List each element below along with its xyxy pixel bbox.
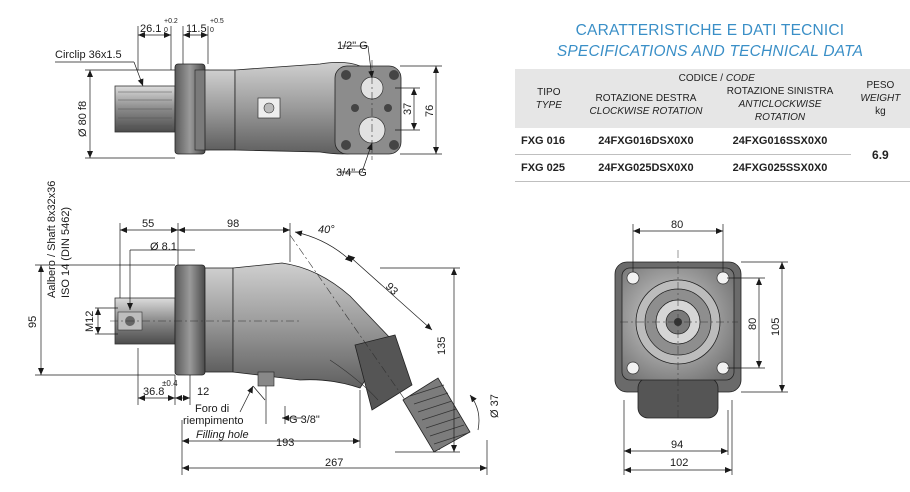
col-ccw-header: ROTAZIONE SINISTRA ANTICLOCKWISE ROTATIO… bbox=[709, 85, 851, 128]
col-code-header: CODICE / CODE bbox=[582, 69, 851, 85]
dia-80-label: Ø 80 f8 bbox=[77, 101, 89, 137]
dim-37-top: 37 bbox=[402, 103, 414, 115]
port-bottom-label: 3/4" G bbox=[336, 167, 367, 179]
row-model: FXG 016 bbox=[515, 128, 583, 155]
circlip-label: Circlip 36x1.5 bbox=[55, 49, 122, 61]
side-view-pump bbox=[110, 234, 441, 451]
dim-105: 105 bbox=[770, 318, 782, 336]
dim-36-8: 36.8 bbox=[143, 386, 164, 398]
table-row: FXG 016 24FXG016DSX0X0 24FXG016SSX0X0 6.… bbox=[515, 128, 910, 182]
top-view-pump bbox=[114, 60, 402, 160]
dim-102: 102 bbox=[670, 457, 688, 469]
row-model: FXG 025 bbox=[515, 154, 583, 182]
port-g38: G 3/8" bbox=[289, 414, 320, 426]
dia-37: Ø 37 bbox=[489, 394, 501, 418]
dim-55: 55 bbox=[142, 218, 154, 230]
dim-135: 135 bbox=[436, 337, 448, 355]
dim-12: 12 bbox=[197, 386, 209, 398]
dim-267: 267 bbox=[325, 457, 343, 469]
dim-95: 95 bbox=[27, 316, 39, 328]
dim-80-top: 80 bbox=[671, 219, 683, 231]
front-view-dimensions bbox=[623, 224, 788, 475]
tol-11-5-lower: 0 bbox=[210, 27, 214, 34]
col-cw-header: ROTAZIONE DESTRA CLOCKWISE ROTATION bbox=[582, 85, 710, 128]
side-view-dimensions bbox=[35, 223, 488, 475]
port-top-label: 1/2" G bbox=[337, 40, 368, 52]
table-row: FXG 025 24FXG025DSX0X0 24FXG025SSX0X0 bbox=[515, 154, 910, 182]
col-type-header: TIPO TYPE bbox=[515, 69, 583, 128]
filling-hole-en: Filling hole bbox=[196, 429, 249, 441]
dim-98: 98 bbox=[227, 218, 239, 230]
heading-english: SPECIFICATIONS AND TECHNICAL DATA bbox=[556, 43, 864, 60]
dia-8-1: Ø 8.1 bbox=[150, 241, 177, 253]
dim-93: 93 bbox=[383, 281, 400, 298]
tol-11-5-upper: +0.5 bbox=[210, 18, 224, 25]
dim-11-5: 11.5 bbox=[186, 23, 207, 35]
row-weight: 6.9 bbox=[850, 128, 910, 182]
col-weight-header: PESO WEIGHT kg bbox=[850, 69, 910, 128]
hose-fitting bbox=[402, 377, 471, 453]
row-ccw-code: 24FXG025SSX0X0 bbox=[709, 154, 851, 182]
row-ccw-code: 24FXG016SSX0X0 bbox=[709, 128, 851, 155]
thread-m12: M12 bbox=[84, 311, 96, 332]
dim-angle: 40° bbox=[318, 224, 335, 236]
spec-table: TIPO TYPE CODICE / CODE PESO WEIGHT kg R… bbox=[515, 69, 910, 182]
dim-193: 193 bbox=[276, 437, 294, 449]
front-view-pump bbox=[614, 250, 742, 420]
tol-36-8: ±0.4 bbox=[162, 379, 178, 388]
top-view-dimensions bbox=[55, 26, 442, 173]
dim-76: 76 bbox=[424, 105, 436, 117]
filling-hole-it-1: Foro di bbox=[195, 403, 229, 415]
shaft-standard: ISO 14 (DIN 5462) bbox=[60, 207, 72, 298]
filling-hole-it-2: riempimento bbox=[183, 415, 244, 427]
tol-26-1-lower: 0 bbox=[164, 27, 168, 34]
heading-italian: CARATTERISTICHE E DATI TECNICI bbox=[575, 22, 845, 39]
dim-80-side: 80 bbox=[747, 318, 759, 330]
shaft-label: Aalbero / Shaft 8x32x36 bbox=[46, 181, 58, 298]
dim-94: 94 bbox=[671, 439, 683, 451]
dim-26-1: 26.1 bbox=[140, 23, 161, 35]
row-cw-code: 24FXG016DSX0X0 bbox=[582, 128, 710, 155]
tol-26-1-upper: +0.2 bbox=[164, 18, 178, 25]
row-cw-code: 24FXG025DSX0X0 bbox=[582, 154, 710, 182]
